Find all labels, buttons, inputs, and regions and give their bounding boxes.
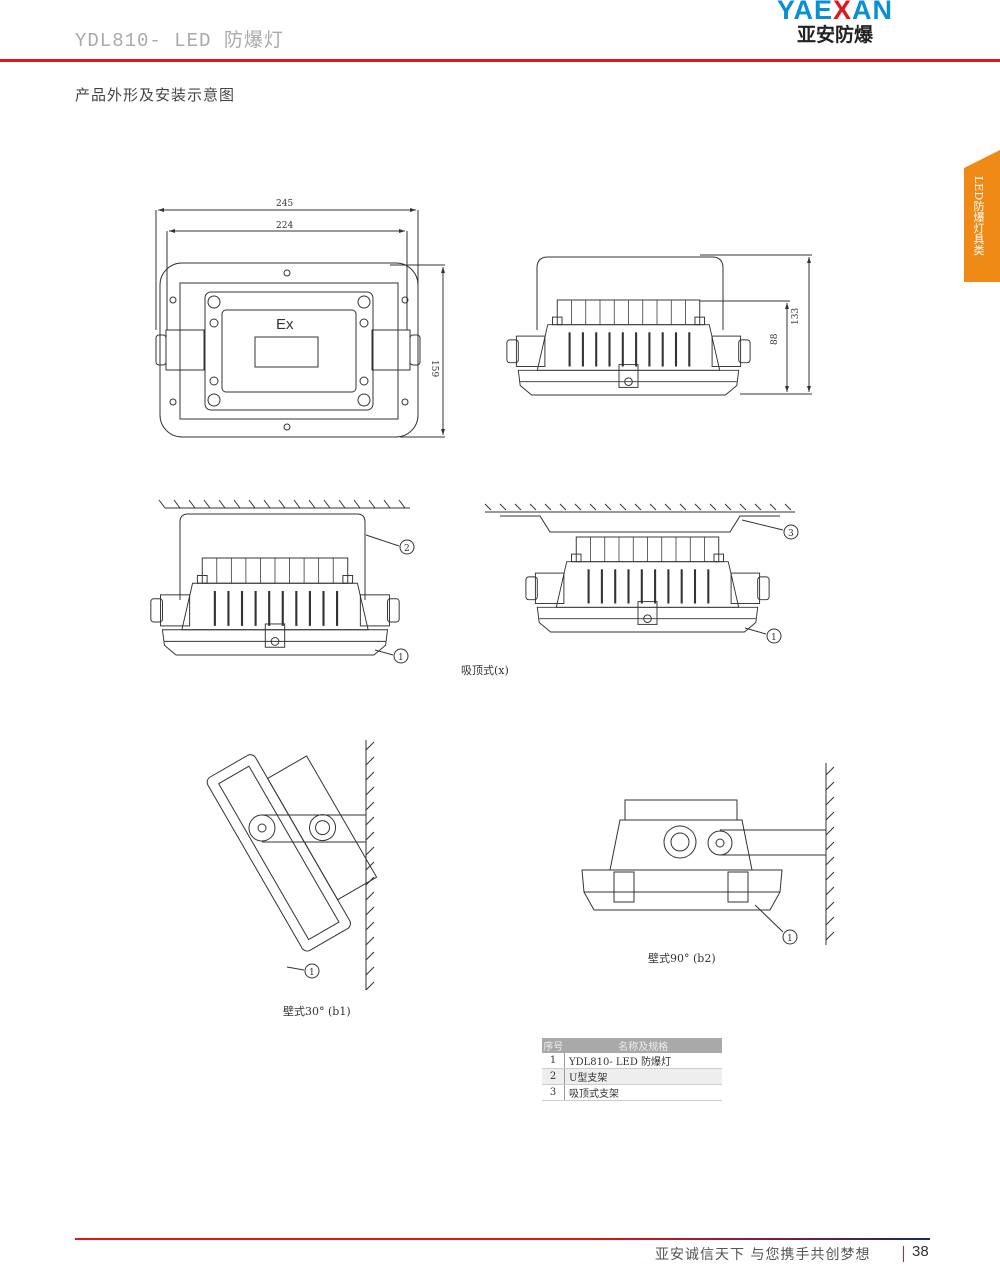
callout-2: 2 [404, 544, 410, 554]
callout-1: 1 [771, 633, 777, 643]
page-separator [903, 1246, 904, 1262]
logo-text: X [833, 0, 853, 25]
table-header-row: 序号名称及规格 [542, 1038, 722, 1053]
column-header: 名称及规格 [564, 1038, 722, 1053]
part-number: 2 [542, 1068, 565, 1085]
part-number: 1 [542, 1053, 565, 1069]
document-title: YDL810- LED 防爆灯 [75, 30, 284, 52]
dim-133: 133 [791, 308, 801, 325]
part-number: 3 [542, 1084, 565, 1101]
wall-90-mount-drawing: 1 [581, 763, 835, 945]
caption-ceiling: 吸顶式(x) [461, 664, 509, 677]
footer-slogan: 亚安诚信天下 与您携手共创梦想 [655, 1247, 871, 1263]
part-name: U型支架 [564, 1068, 722, 1085]
dim-245: 245 [276, 199, 293, 209]
section-title: 产品外形及安装示意图 [75, 86, 236, 104]
part-name: 吸顶式支架 [564, 1084, 722, 1101]
column-header: 序号 [542, 1038, 565, 1053]
logo-cn: 亚安防爆 [796, 24, 873, 46]
header-divider [0, 59, 1000, 62]
callout-1: 1 [398, 653, 404, 663]
caption-wall-30: 壁式30° (b1) [283, 1004, 351, 1018]
logo-text: YAE [776, 0, 834, 25]
dim-159: 159 [429, 360, 439, 377]
callout-1: 1 [787, 934, 793, 944]
wall-30-mount-drawing: 1 [206, 740, 378, 991]
logo-text: AN [852, 0, 894, 25]
brand-logo: YAEXAN 亚安防爆 [765, 0, 905, 46]
category-tab: LED防爆灯具类 [964, 150, 1000, 282]
front-view-drawing: Ex 245 224 159 [155, 199, 445, 438]
part-name: YDL810- LED 防爆灯 [564, 1053, 722, 1069]
footer-divider [75, 1238, 930, 1240]
ceiling-mount-drawing: 3 1 [484, 503, 799, 644]
ex-mark: Ex [276, 316, 294, 333]
callout-3: 3 [788, 529, 794, 539]
callout-1: 1 [309, 968, 315, 978]
dim-88: 88 [770, 333, 780, 345]
page-number: 38 [912, 1243, 929, 1260]
category-tab-label: LED防爆灯具类 [972, 176, 985, 256]
side-view-drawing: 133 88 [505, 254, 812, 397]
u-bracket-mount-drawing: 2 1 [149, 499, 415, 664]
caption-wall-90: 壁式90° (b2) [648, 951, 716, 965]
dim-224: 224 [276, 221, 293, 231]
